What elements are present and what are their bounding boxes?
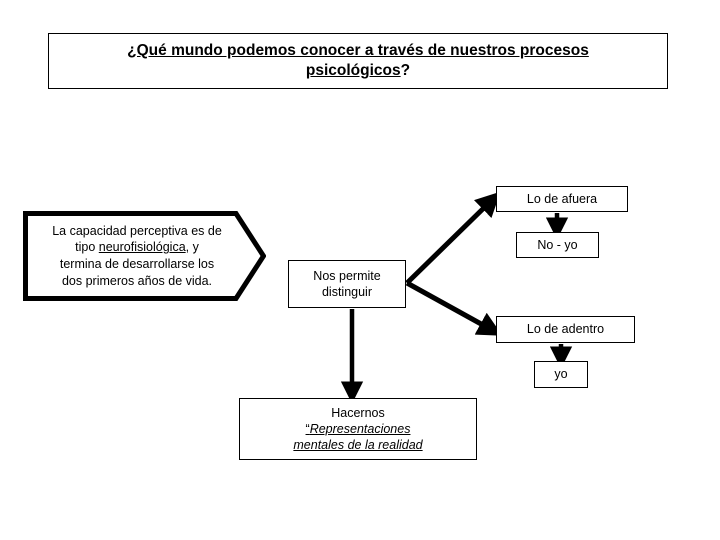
premise-arrow-box: La capacidad perceptiva es de tipo neuro… bbox=[23, 211, 266, 301]
title-box: ¿Qué mundo podemos conocer a través de n… bbox=[48, 33, 668, 89]
premise-text: La capacidad perceptiva es de tipo neuro… bbox=[31, 219, 243, 293]
center-line-2: distinguir bbox=[321, 285, 372, 299]
page-title: ¿Qué mundo podemos conocer a través de n… bbox=[121, 41, 595, 82]
node-no-yo-label: No - yo bbox=[537, 237, 578, 252]
premise-line-2-underlined: neurofisiológica bbox=[98, 240, 186, 255]
hacernos-line-1: Hacernos bbox=[331, 405, 385, 420]
title-line-1: ¿Qué mundo podemos conocer a través de n… bbox=[127, 41, 589, 59]
premise-line-4: dos primeros años de vida. bbox=[61, 273, 213, 288]
node-lo-de-adentro-label: Lo de adentro bbox=[526, 322, 605, 337]
node-lo-de-adentro: Lo de adentro bbox=[496, 316, 635, 343]
node-no-yo: No - yo bbox=[516, 232, 599, 258]
title-line-2: psicológicos bbox=[305, 62, 401, 79]
hacernos-line-2: “Representaciones bbox=[306, 421, 411, 437]
node-hacernos-representaciones: Hacernos “Representaciones mentales de l… bbox=[239, 398, 477, 460]
premise-line-1: La capacidad perceptiva es de bbox=[52, 223, 222, 238]
arrow-center-to-lo-afuera bbox=[405, 191, 501, 285]
hacernos-line-2-text: Representaciones bbox=[309, 421, 411, 436]
node-yo: yo bbox=[534, 361, 588, 388]
arrow-center-to-lo-adentro bbox=[405, 280, 503, 336]
node-lo-de-afuera-label: Lo de afuera bbox=[526, 191, 598, 206]
title-question-mark: ? bbox=[400, 62, 411, 79]
node-lo-de-afuera: Lo de afuera bbox=[496, 186, 628, 212]
premise-line-2-post: , y bbox=[185, 240, 199, 255]
center-line-1: Nos permite bbox=[313, 268, 381, 283]
node-yo-label: yo bbox=[554, 367, 568, 382]
hacernos-open-quote: “ bbox=[305, 421, 310, 436]
premise-line-3: termina de desarrollarse los bbox=[59, 257, 215, 271]
hacernos-line-3: mentales de la realidad bbox=[293, 438, 423, 453]
premise-line-2-pre: tipo bbox=[75, 240, 99, 255]
premise-arrow-shape bbox=[23, 211, 266, 301]
node-nos-permite-distinguir: Nos permite distinguir bbox=[288, 260, 406, 308]
